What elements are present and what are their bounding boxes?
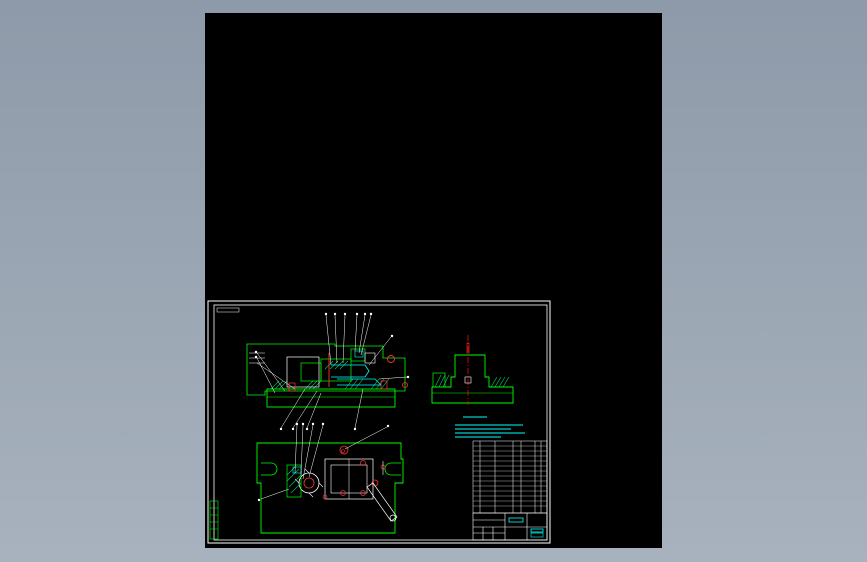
title-block	[472, 512, 548, 541]
cad-drawing-svg	[207, 300, 551, 544]
cad-drawing-canvas[interactable]	[205, 13, 662, 548]
sheet-inner-border	[213, 304, 548, 541]
side-view	[431, 335, 514, 405]
top-plan-view	[256, 442, 404, 534]
technical-notes	[455, 416, 525, 438]
sheet-outer-border	[207, 300, 551, 544]
front-section-view	[246, 343, 408, 408]
item-balloons	[254, 312, 410, 502]
side-strip	[209, 500, 219, 540]
top-view-leaders	[260, 424, 388, 500]
top-left-tag	[216, 307, 240, 313]
bill-of-materials	[472, 440, 548, 514]
front-view-leaders	[256, 314, 408, 429]
